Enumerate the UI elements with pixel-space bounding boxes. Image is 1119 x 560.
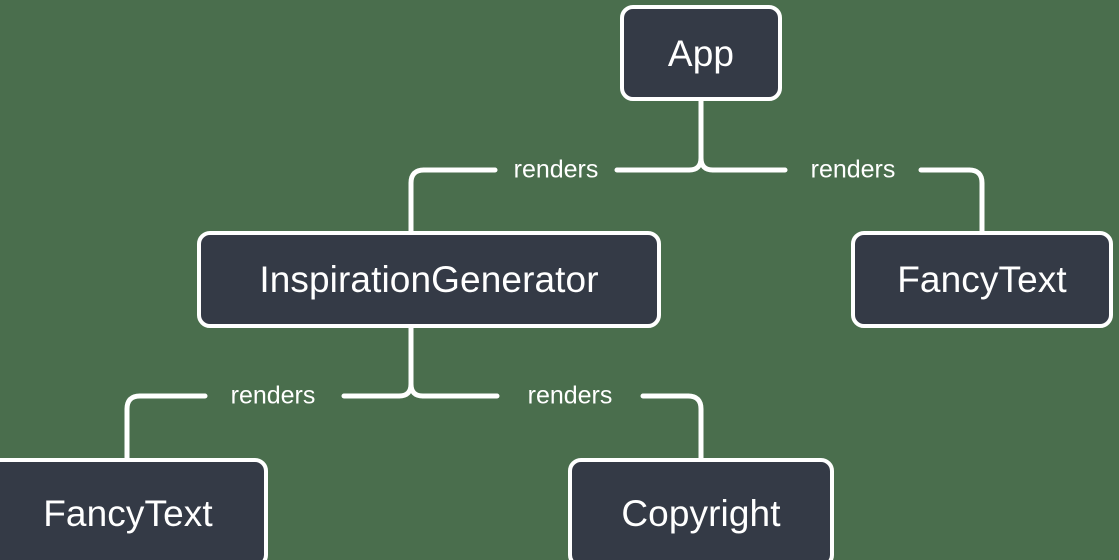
node-inspiration-generator-label: InspirationGenerator — [259, 259, 599, 300]
edge-junction-bottom-right — [408, 381, 426, 399]
edge-app-to-fancytext-right-elbow — [966, 167, 985, 234]
node-copyright-label: Copyright — [621, 492, 781, 534]
edge-inspiration-to-copyright-elbow — [685, 393, 704, 461]
node-inspiration-generator[interactable]: InspirationGenerator — [197, 231, 661, 328]
node-app[interactable]: App — [620, 5, 782, 101]
node-app-label: App — [667, 32, 735, 74]
node-fancytext-left-label: FancyText — [43, 492, 213, 534]
edge-label-app-to-fancytext-right: renders — [810, 155, 896, 184]
edge-junction-top-right — [698, 155, 716, 173]
edge-label-inspiration-to-fancytext-left: renders — [230, 381, 316, 410]
node-copyright[interactable]: Copyright — [568, 458, 834, 560]
node-fancytext-right[interactable]: FancyText — [851, 231, 1113, 328]
node-fancytext-left[interactable]: FancyText — [0, 458, 268, 560]
node-fancytext-right-label: FancyText — [897, 259, 1067, 300]
edge-label-app-to-inspiration: renders — [513, 155, 599, 184]
edge-app-to-inspiration-elbow — [408, 167, 427, 234]
edge-label-inspiration-to-copyright: renders — [527, 381, 613, 410]
edge-inspiration-to-fancytext-left-elbow — [124, 393, 143, 461]
